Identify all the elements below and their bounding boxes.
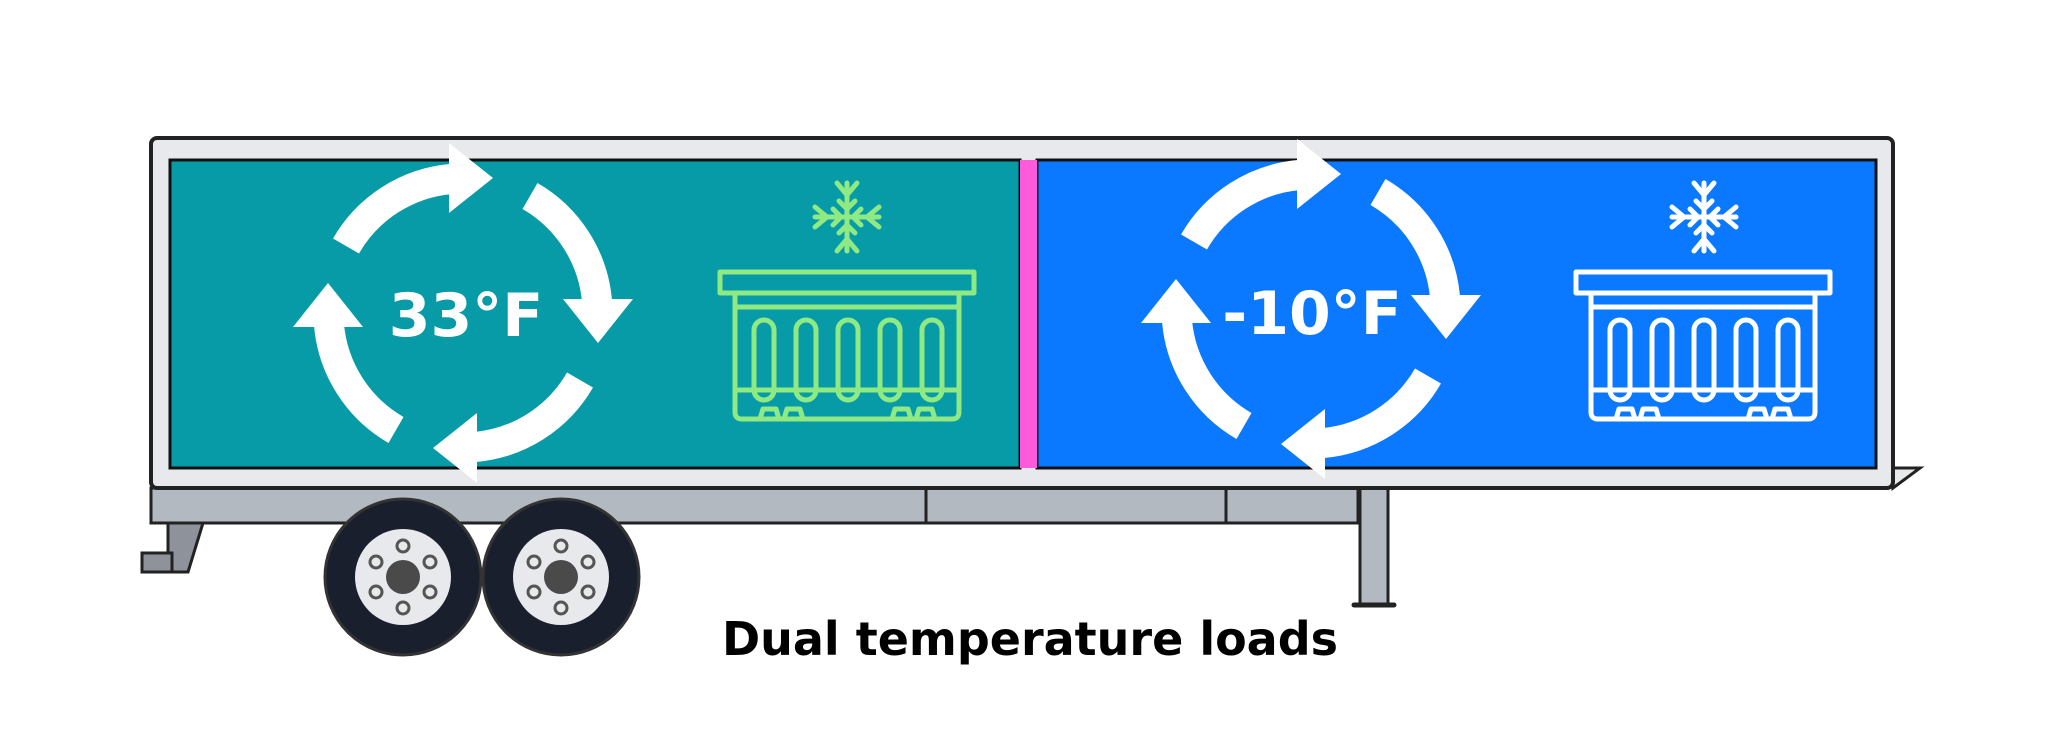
wheel-front	[323, 497, 483, 657]
frozen-temperature: -10°F	[1222, 279, 1401, 349]
wheel-rear	[481, 497, 641, 657]
front-step	[140, 521, 206, 574]
caption: Dual temperature loads	[722, 612, 1338, 666]
compartment-divider	[1020, 160, 1037, 468]
chilled-temperature: 33°F	[389, 281, 543, 351]
chassis-rail	[149, 486, 1360, 525]
landing-gear	[1351, 486, 1397, 608]
